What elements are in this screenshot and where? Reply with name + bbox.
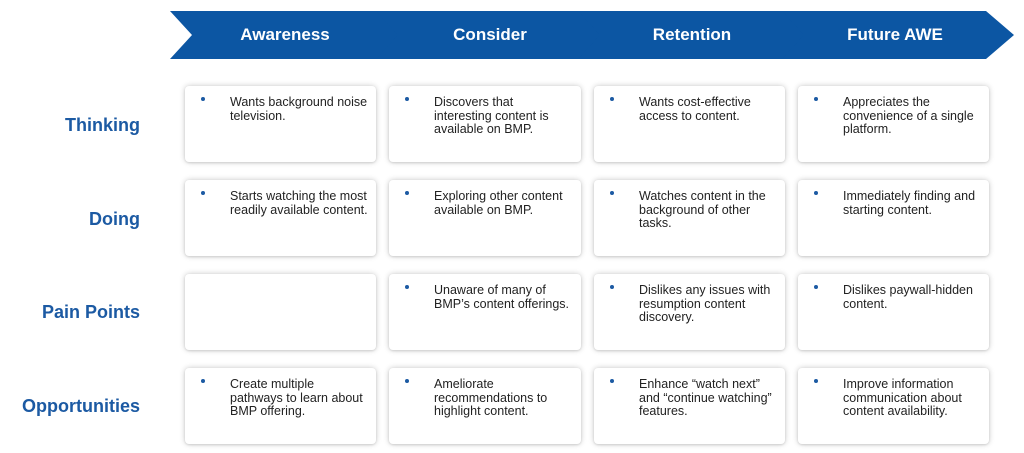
card-doing-retention: Watches content in the background of oth… <box>594 180 785 256</box>
bullet-icon <box>201 379 205 383</box>
stage-label-consider: Consider <box>453 25 527 44</box>
row-label-thinking: Thinking <box>65 115 140 135</box>
card-text: Wants background noise television. <box>230 95 368 123</box>
card-text: Improve information communication about … <box>843 377 962 418</box>
stage-label-awareness: Awareness <box>240 25 330 44</box>
card-text: Unaware of many of BMP’s content offerin… <box>434 283 570 311</box>
stage-chevron-future-awe: Future AWE <box>782 11 1014 59</box>
bullet-icon <box>201 97 205 101</box>
card-thinking-awareness: Wants background noise television. <box>185 86 376 162</box>
card-text: Enhance “watch next” and “continue watch… <box>639 377 772 418</box>
card-text: Exploring other content available on BMP… <box>434 189 563 217</box>
stage-chevron-awareness: Awareness <box>170 11 406 59</box>
bullet-icon <box>610 97 614 101</box>
card-text: Ameliorate recommendations to highlight … <box>434 377 548 418</box>
card-doing-awareness: Starts watching the most readily availab… <box>185 180 376 256</box>
chevron-shape-icon <box>170 11 406 59</box>
card-pain-points-awareness-empty <box>185 274 376 350</box>
bullet-icon <box>405 191 409 195</box>
card-pain-points-retention: Dislikes any issues with resumption cont… <box>594 274 785 350</box>
card-opportunities-retention: Enhance “watch next” and “continue watch… <box>594 368 785 444</box>
card-text: Dislikes paywall-hidden content. <box>843 283 973 311</box>
stage-chevron-consider: Consider <box>376 11 610 59</box>
bullet-icon <box>814 191 818 195</box>
bullet-icon <box>405 97 409 101</box>
card-text: Dislikes any issues with resumption cont… <box>639 283 771 324</box>
row-label-opportunities: Opportunities <box>22 396 140 416</box>
card-text: Appreciates the convenience of a single … <box>843 95 974 136</box>
bullet-icon <box>201 191 205 195</box>
card-text: Immediately finding and starting content… <box>843 189 976 217</box>
chevron-shape-icon <box>782 11 1014 59</box>
card-text: Create multiple pathways to learn about … <box>230 377 363 418</box>
card-thinking-future-awe: Appreciates the convenience of a single … <box>798 86 989 162</box>
card-doing-consider: Exploring other content available on BMP… <box>389 180 581 256</box>
card-text: Discovers that interesting content is av… <box>434 95 549 136</box>
card-pain-points-consider: Unaware of many of BMP’s content offerin… <box>389 274 581 350</box>
bullet-icon <box>610 285 614 289</box>
stage-label-retention: Retention <box>652 25 732 44</box>
bullet-icon <box>610 191 614 195</box>
stage-chevron-bar: Awareness Consider Retention Future AWE <box>0 0 1024 80</box>
card-doing-future-awe: Immediately finding and starting content… <box>798 180 989 256</box>
bullet-icon <box>814 379 818 383</box>
chevron-shape-icon <box>578 11 812 59</box>
bullet-icon <box>814 285 818 289</box>
bullet-icon <box>814 97 818 101</box>
row-label-doing: Doing <box>89 209 140 229</box>
bullet-icon <box>405 285 409 289</box>
card-opportunities-awareness: Create multiple pathways to learn about … <box>185 368 376 444</box>
card-pain-points-future-awe: Dislikes paywall-hidden content. <box>798 274 989 350</box>
card-text: Wants cost-effective access to content. <box>639 95 751 123</box>
card-opportunities-consider: Ameliorate recommendations to highlight … <box>389 368 581 444</box>
stage-chevron-retention: Retention <box>578 11 812 59</box>
card-thinking-retention: Wants cost-effective access to content. <box>594 86 785 162</box>
chevron-shape-icon <box>376 11 610 59</box>
bullet-icon <box>610 379 614 383</box>
card-opportunities-future-awe: Improve information communication about … <box>798 368 989 444</box>
card-text: Watches content in the background of oth… <box>639 189 766 230</box>
bullet-icon <box>405 379 409 383</box>
card-thinking-consider: Discovers that interesting content is av… <box>389 86 581 162</box>
stage-label-future-awe: Future AWE <box>847 25 943 44</box>
card-text: Starts watching the most readily availab… <box>230 189 368 217</box>
row-label-pain-points: Pain Points <box>41 302 140 322</box>
